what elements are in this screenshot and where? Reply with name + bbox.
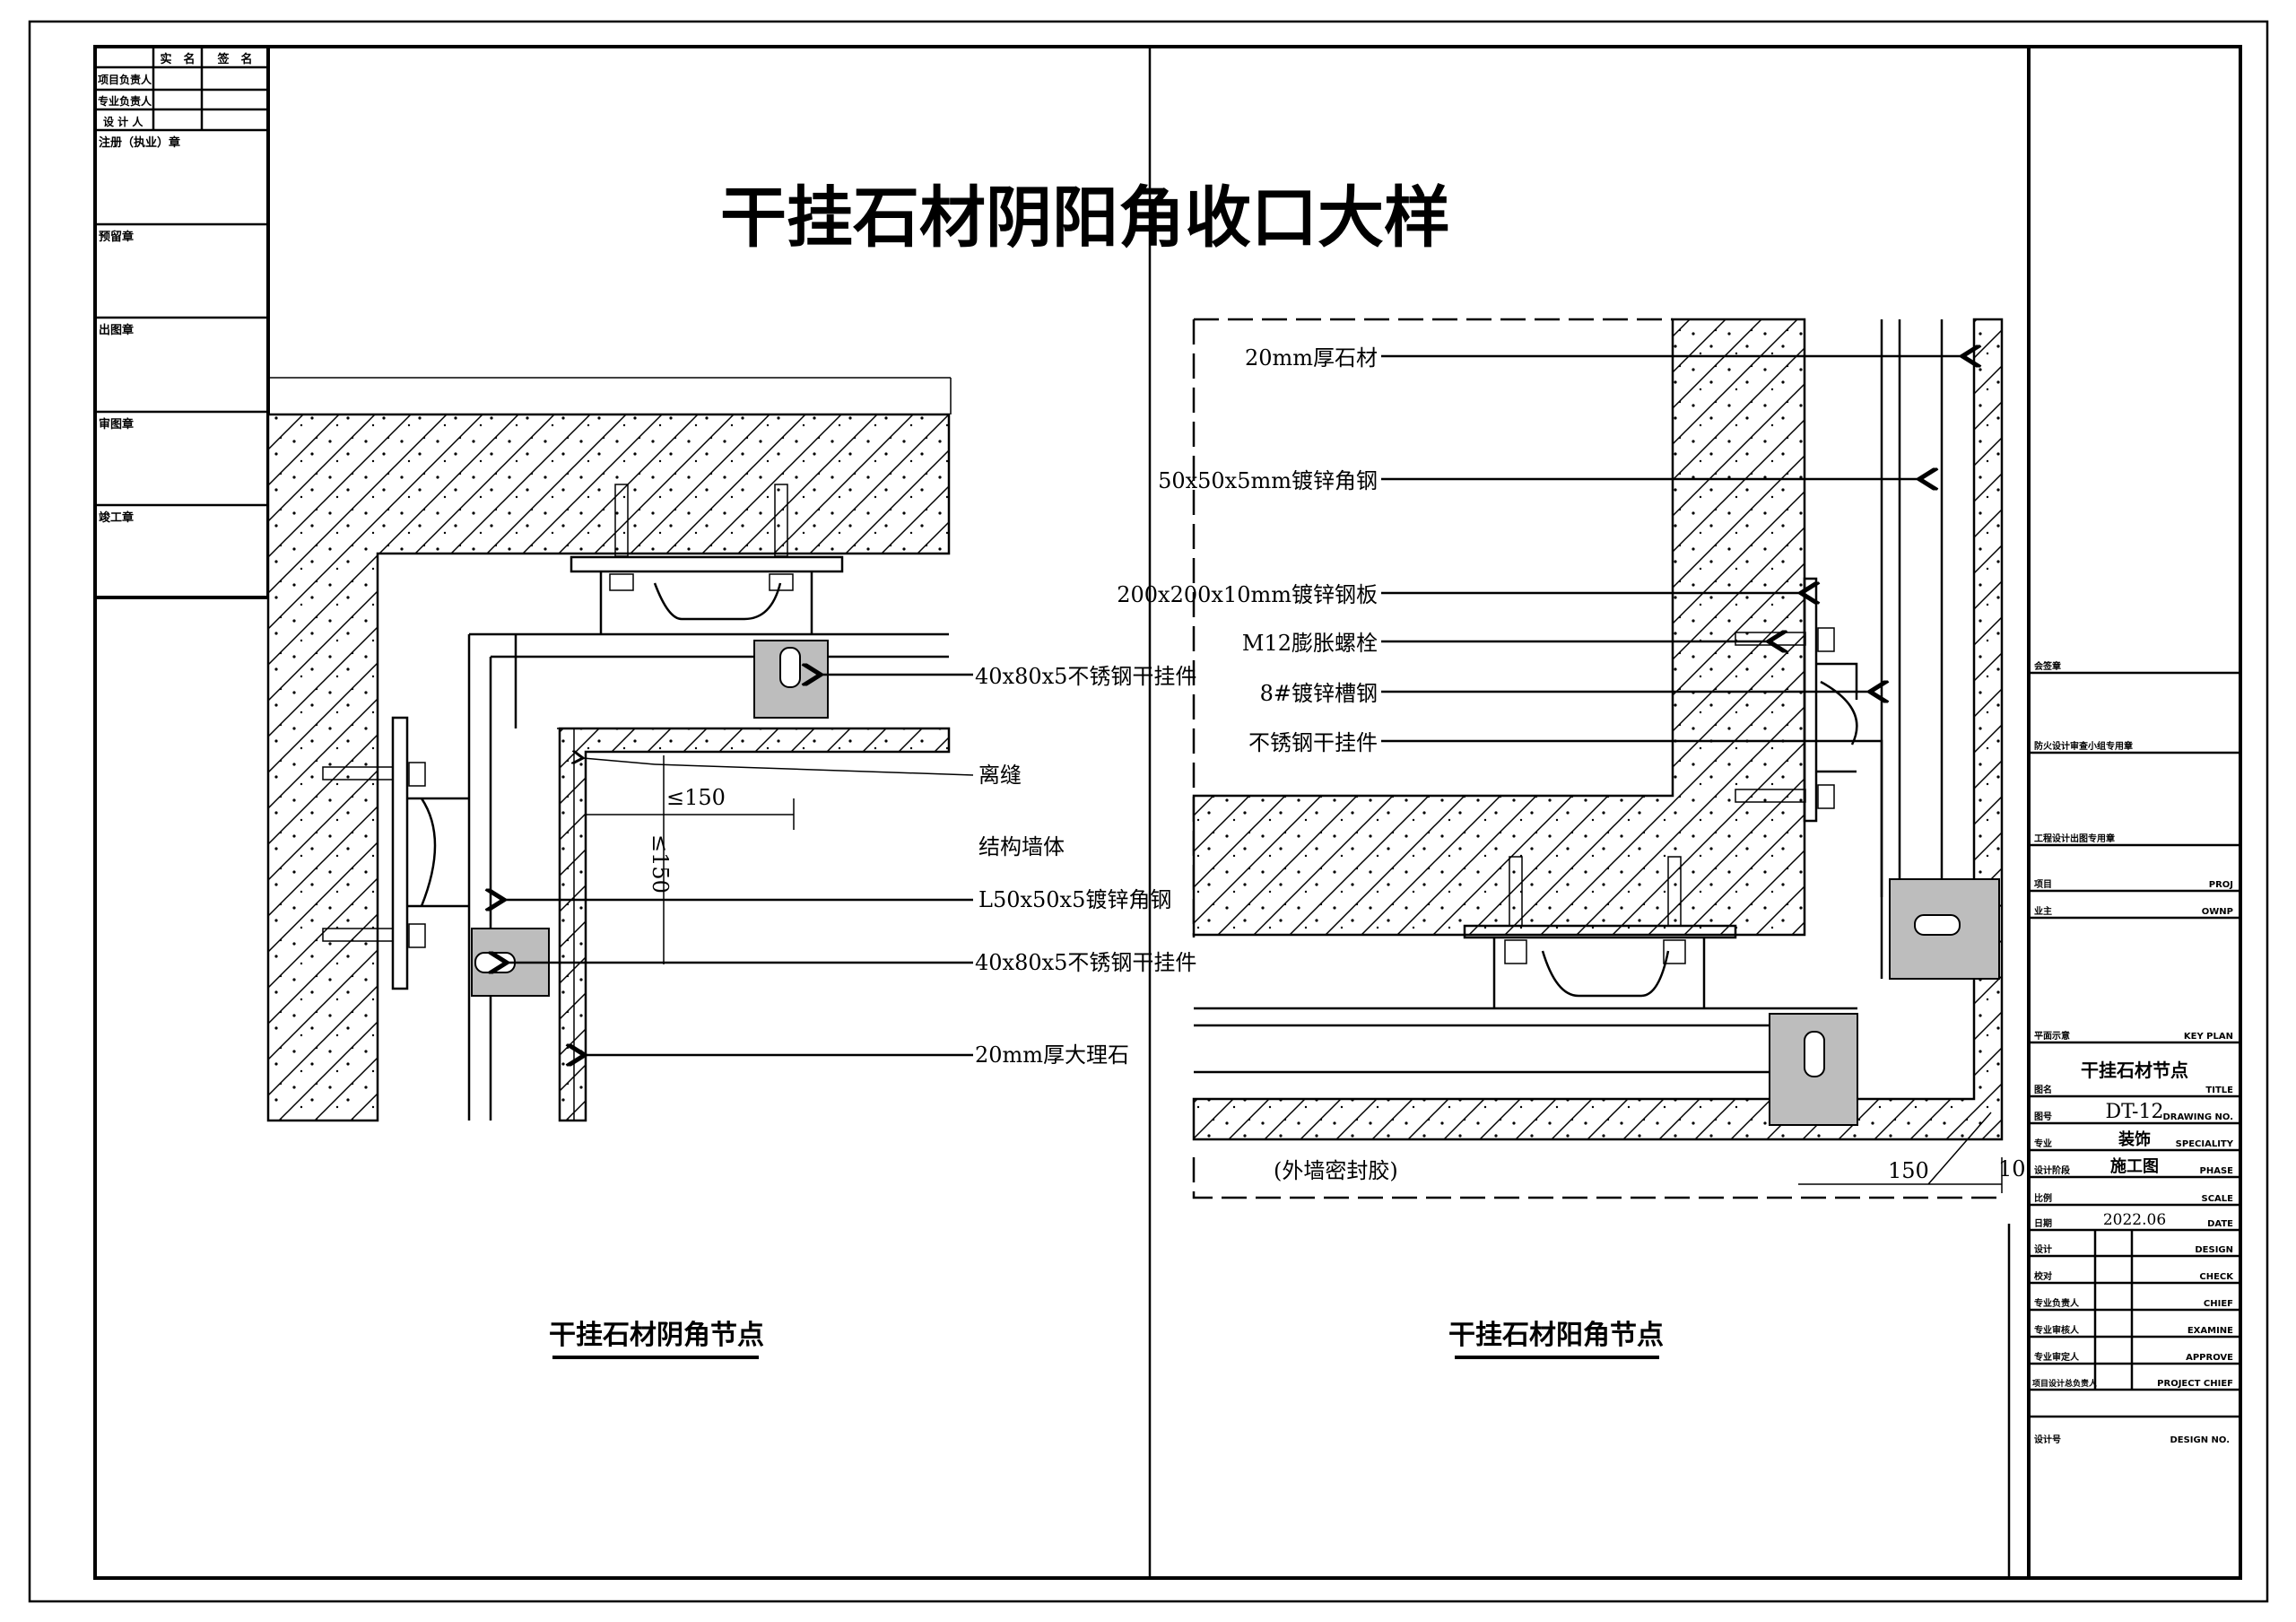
drawing-no-en: DRAWING NO. — [2162, 1112, 2233, 1122]
title-value: 干挂石材节点 — [2081, 1060, 2188, 1081]
label-channel: 8#镀锌槽钢 — [1260, 681, 1378, 706]
signer-chief-en: CHIEF — [2204, 1299, 2233, 1309]
signer-approve-en: APPROVE — [2186, 1353, 2233, 1363]
stamp-issue: 出图章 — [99, 323, 134, 337]
stamp-countersign: 会签章 — [2034, 660, 2061, 672]
signer-design-en: DESIGN — [2195, 1245, 2233, 1255]
signer-examine-en: EXAMINE — [2187, 1326, 2233, 1336]
scale-en: SCALE — [2202, 1194, 2234, 1204]
structural-wall — [266, 413, 951, 1122]
date-value: 2022.06 — [2103, 1211, 2166, 1229]
stamp-completion: 竣工章 — [99, 510, 134, 525]
title-cn: 图名 — [2034, 1084, 2052, 1095]
dim-10: 10 — [1998, 1156, 2026, 1182]
label-stone: 20mm厚石材 — [1245, 345, 1378, 371]
owner-en: OWNP — [2202, 907, 2233, 917]
signer-project-chief-en: PROJECT CHIEF — [2157, 1379, 2233, 1389]
label-sealant: (外墙密封胶) — [1274, 1158, 1398, 1183]
signer-approve-cn: 专业审定人 — [2034, 1351, 2080, 1363]
outer-border — [28, 20, 2269, 1603]
date-en: DATE — [2207, 1219, 2233, 1229]
design-no-cn: 设计号 — [2034, 1434, 2061, 1445]
row-project-lead: 项目负责人 — [98, 73, 152, 86]
speciality-cn: 专业 — [2034, 1138, 2052, 1149]
header-real-name: 实 名 — [160, 52, 195, 66]
title-en: TITLE — [2205, 1086, 2233, 1095]
structural-wall — [1192, 318, 1806, 937]
label-gap: 离缝 — [978, 763, 1022, 788]
label-marble: 20mm厚大理石 — [975, 1042, 1129, 1068]
row-designer: 设 计 人 — [103, 115, 144, 128]
label-dim-vertical: ≤150 — [648, 834, 673, 894]
design-no-en: DESIGN NO. — [2170, 1435, 2230, 1445]
stamp-table: 实 名 签 名 项目负责人 专业负责人 设 计 人 注册（执业）章 预留章 出图… — [93, 45, 270, 599]
header-signature: 签 名 — [216, 52, 252, 66]
stamp-design-issue: 工程设计出图专用章 — [2034, 833, 2115, 844]
signer-examine-cn: 专业审核人 — [2034, 1324, 2080, 1336]
signer-chief-cn: 专业负责人 — [2034, 1297, 2080, 1309]
label-dim-horizontal: ≤150 — [666, 785, 726, 810]
label-hanger-side: 40x80x5不锈钢干挂件 — [975, 950, 1196, 975]
row-discipline-lead: 专业负责人 — [98, 94, 152, 108]
drawing-no-cn: 图号 — [2034, 1112, 2052, 1122]
stamp-registration: 注册（执业）章 — [99, 135, 180, 150]
key-plan-cn: 平面示意 — [2034, 1030, 2070, 1042]
speciality-value: 装饰 — [2118, 1129, 2151, 1149]
label-angle: L50x50x5镀锌角钢 — [978, 887, 1171, 912]
label-bolt: M12膨胀螺栓 — [1242, 631, 1378, 656]
project-en: PROJ — [2209, 880, 2233, 890]
caption-inside-corner: 干挂石材阴角节点 — [549, 1320, 764, 1351]
stamp-fire-review: 防火设计审查小组专用章 — [2034, 740, 2133, 752]
inside-corner-detail: 40x80x5不锈钢干挂件 离缝 ≤150 ≤150 结构墙体 L50x50x5… — [266, 377, 1196, 1359]
signer-project-chief-cn: 项目设计总负责人 — [2032, 1378, 2098, 1389]
project-cn: 项目 — [2034, 879, 2052, 890]
label-hanger: 不锈钢干挂件 — [1248, 730, 1378, 755]
inner-frame — [93, 45, 2242, 1580]
stamp-review: 审图章 — [99, 417, 134, 432]
phase-value: 施工图 — [2110, 1156, 2159, 1176]
signer-check-en: CHECK — [2199, 1272, 2234, 1282]
owner-cn: 业主 — [2034, 905, 2052, 917]
phase-en: PHASE — [2200, 1166, 2234, 1176]
stone-panel — [1192, 318, 2004, 1141]
marble-panel — [558, 727, 951, 1122]
label-plate: 200x200x10mm镀锌钢板 — [1117, 582, 1378, 607]
key-plan-en: KEY PLAN — [2184, 1032, 2233, 1042]
date-cn: 日期 — [2034, 1217, 2052, 1229]
caption-outside-corner: 干挂石材阳角节点 — [1448, 1320, 1664, 1351]
signer-design-cn: 设计 — [2034, 1243, 2052, 1255]
label-wall: 结构墙体 — [978, 834, 1065, 859]
scale-cn: 比例 — [2034, 1192, 2052, 1204]
dim-150: 150 — [1888, 1158, 1929, 1183]
label-angle: 50x50x5mm镀锌角钢 — [1158, 468, 1378, 493]
speciality-en: SPECIALITY — [2176, 1139, 2234, 1149]
label-hanger-top: 40x80x5不锈钢干挂件 — [975, 664, 1196, 689]
outside-corner-detail: 20mm厚石材 50x50x5mm镀锌角钢 200x200x10mm镀锌钢板 M… — [1117, 318, 2026, 1359]
stamp-reserved: 预留章 — [99, 230, 134, 244]
title-block: 会签章 防火设计审查小组专用章 工程设计出图专用章 项目 PROJ 业主 OWN… — [2007, 45, 2242, 1580]
sheet-title: 干挂石材阴阳角收口大样 — [720, 179, 1450, 257]
drawing-no-value: DT-12 — [2106, 1101, 2164, 1123]
phase-cn: 设计阶段 — [2034, 1164, 2070, 1176]
signer-check-cn: 校对 — [2034, 1270, 2052, 1282]
